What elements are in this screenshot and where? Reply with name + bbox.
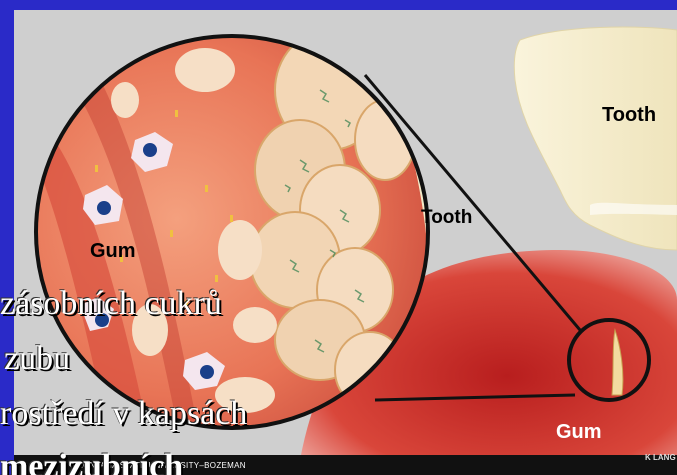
slide-text-line-3: rostředí v kapsách	[0, 395, 247, 433]
slide-text-line-2: zubu	[4, 340, 70, 378]
gum-label: Gum	[556, 421, 602, 444]
tooth-label: Tooth	[602, 104, 656, 127]
slide-text-line-4: mezizubních	[0, 448, 183, 475]
gum-zoom-label: Gum	[90, 240, 136, 263]
tooth-zoom-label: Tooth	[421, 207, 472, 229]
slide-text-line-1: zásobních cukrů	[0, 285, 222, 323]
credit-author: K LANG	[645, 453, 676, 462]
